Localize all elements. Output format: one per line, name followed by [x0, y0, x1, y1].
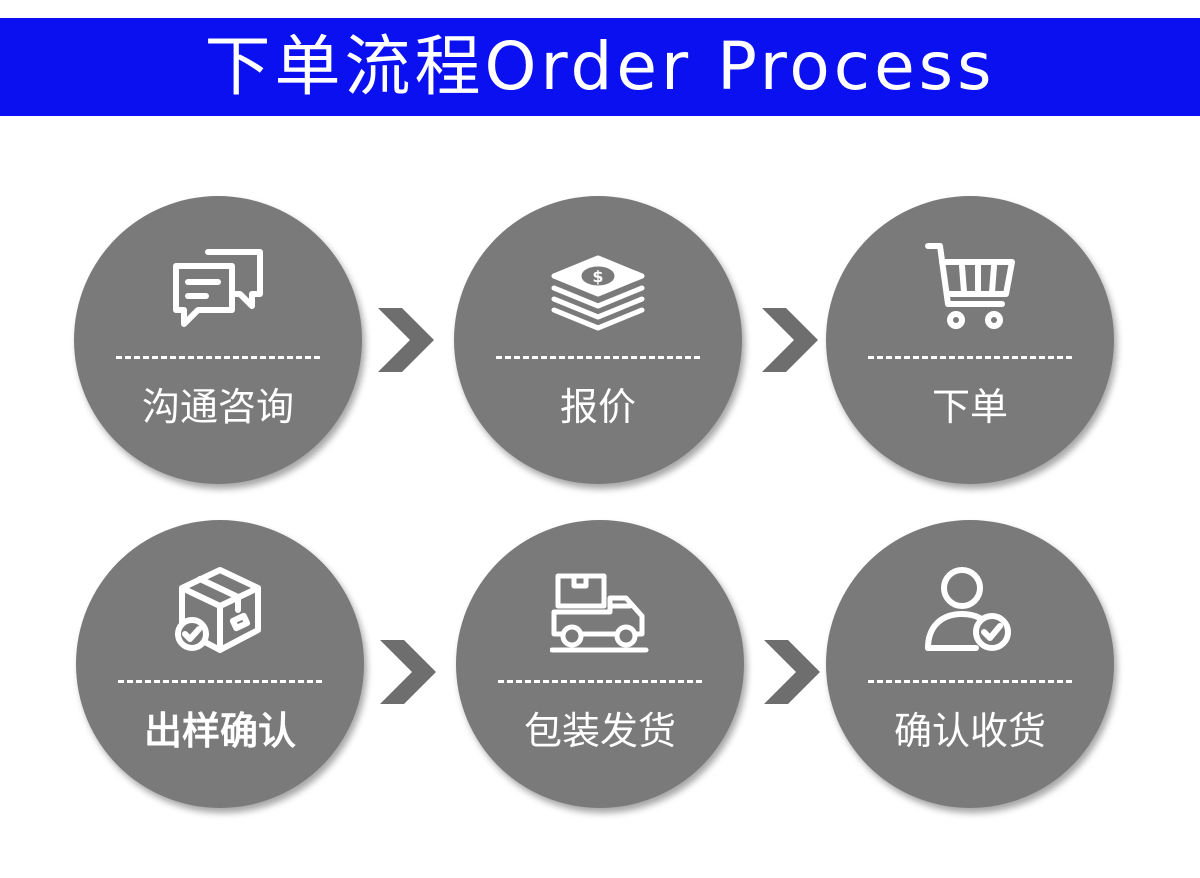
step-label: 报价	[559, 385, 636, 429]
chevron-right-icon	[762, 308, 818, 372]
chevron-right-icon	[378, 308, 434, 372]
delivery-truck-icon	[550, 560, 650, 660]
step-label: 包装发货	[523, 709, 676, 753]
money-stack-icon: $	[548, 236, 648, 336]
package-check-icon	[170, 560, 270, 660]
step-packing-shipping: 包装发货	[456, 520, 744, 808]
dashed-divider	[498, 680, 702, 683]
step-label: 下单	[931, 385, 1008, 429]
title-banner: 下单流程Order Process	[0, 18, 1200, 116]
dashed-divider	[116, 356, 320, 359]
chat-bubbles-icon	[168, 236, 268, 336]
page-title: 下单流程Order Process	[204, 28, 996, 105]
step-label: 沟通咨询	[141, 385, 294, 429]
dashed-divider	[868, 680, 1072, 683]
dashed-divider	[868, 356, 1072, 359]
dashed-divider	[496, 356, 700, 359]
step-label: 出样确认	[143, 709, 296, 753]
step-sample-confirmation: 出样确认	[76, 520, 364, 808]
chevron-right-icon	[380, 640, 436, 704]
user-check-icon	[920, 560, 1020, 660]
step-label: 确认收货	[893, 709, 1046, 753]
step-consultation: 沟通咨询	[74, 196, 362, 484]
shopping-cart-icon	[920, 236, 1020, 336]
chevron-right-icon	[764, 640, 820, 704]
step-quotation: $ 报价	[454, 196, 742, 484]
dashed-divider	[118, 680, 322, 683]
step-confirm-receipt: 确认收货	[826, 520, 1114, 808]
step-place-order: 下单	[826, 196, 1114, 484]
svg-text:$: $	[592, 267, 603, 286]
